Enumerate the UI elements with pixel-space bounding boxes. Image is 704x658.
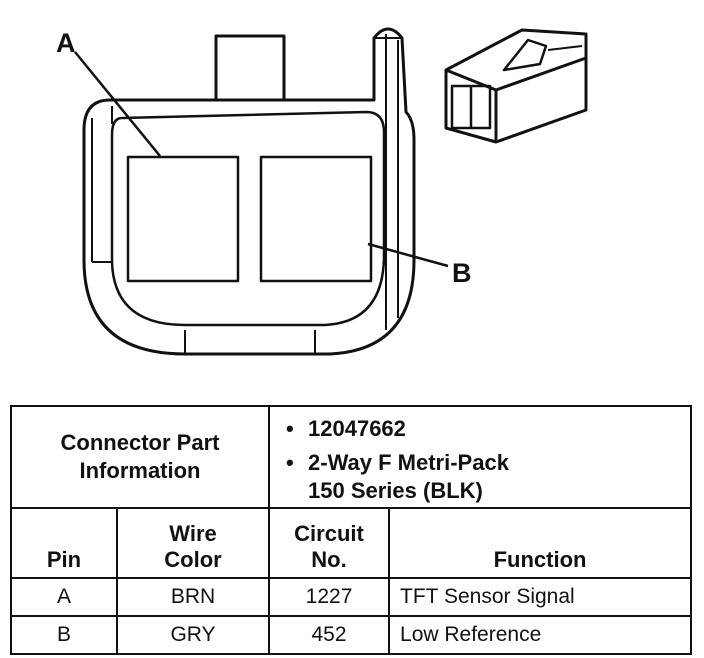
circuit-cell: 1227 (268, 577, 391, 617)
connector-part-info-title: Connector Part Information (9, 405, 271, 509)
wire-color-cell: BRN (115, 577, 271, 617)
wire-color-cell: GRY (115, 615, 271, 655)
pin-column-header: Pin (10, 507, 118, 579)
connector-3d-view (444, 28, 588, 144)
latch-tab (214, 34, 286, 110)
part-number: 12047662 (286, 415, 690, 443)
pin-cell: B (10, 615, 118, 655)
function-column-header: Function (388, 507, 693, 579)
function-cell: Low Reference (388, 615, 693, 655)
pin-cell: A (10, 577, 118, 617)
cavity-a (126, 155, 240, 283)
pin-label-b: B (452, 258, 472, 288)
table-row: A BRN 1227 TFT Sensor Signal (10, 577, 693, 617)
circuit-cell: 452 (268, 615, 391, 655)
leader-line-a (74, 51, 161, 157)
function-cell: TFT Sensor Signal (388, 577, 693, 617)
table-row: B GRY 452 Low Reference (10, 615, 693, 655)
connector-inner-face (110, 110, 386, 327)
pin-label-a: A (56, 28, 76, 58)
connector-part-info-list: 12047662 2-Way F Metri-Pack 150 Series (… (268, 405, 693, 509)
cavity-b (259, 155, 373, 283)
connector-face-diagram: A B (56, 27, 588, 356)
leader-line-b (367, 242, 449, 268)
connector-info-table: Connector Part Information 12047662 2-Wa… (9, 405, 693, 655)
connector-type: 2-Way F Metri-Pack 150 Series (BLK) (286, 449, 690, 505)
